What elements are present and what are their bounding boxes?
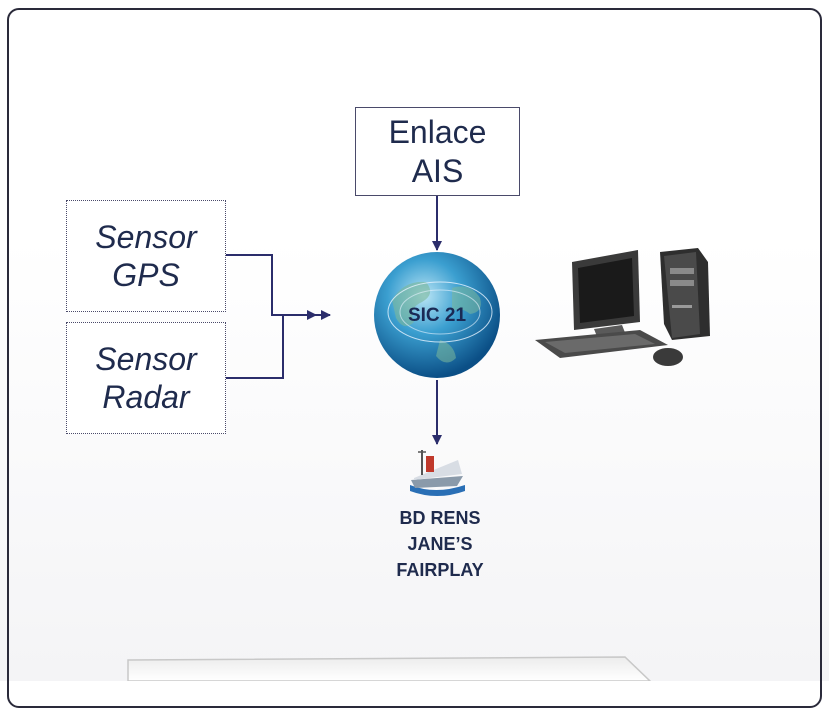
sensors-double-arrowhead — [307, 310, 317, 320]
ais-link-line2: AIS — [411, 152, 464, 189]
gps-sensor-box: Sensor GPS — [66, 200, 226, 312]
radar-sensor-line2: Radar — [102, 379, 190, 415]
database-label: BD RENS JANE’S FAIRPLAY — [330, 505, 550, 583]
globe-icon: SIC 21 — [374, 252, 500, 378]
radar-sensor-line1: Sensor — [95, 340, 197, 377]
connectors — [226, 196, 442, 445]
database-line2: JANE’S — [407, 534, 473, 555]
radar-sensor-box: Sensor Radar — [66, 322, 226, 434]
radar-connector — [226, 315, 284, 379]
ais-link-line1: Enlace — [388, 114, 487, 151]
desktop-computer-icon — [535, 248, 710, 366]
ais-link-box: Enlace AIS — [355, 107, 520, 196]
database-line3: FAIRPLAY — [396, 560, 484, 581]
gps-sensor-line1: Sensor — [95, 218, 197, 255]
gps-sensor-line2: GPS — [112, 257, 180, 293]
gps-connector — [226, 254, 285, 316]
bottom-tab-panel — [127, 656, 652, 681]
hub-logo-text: SIC 21 — [408, 305, 467, 326]
ship-icon — [410, 450, 465, 496]
database-line1: BD RENS — [399, 508, 481, 528]
